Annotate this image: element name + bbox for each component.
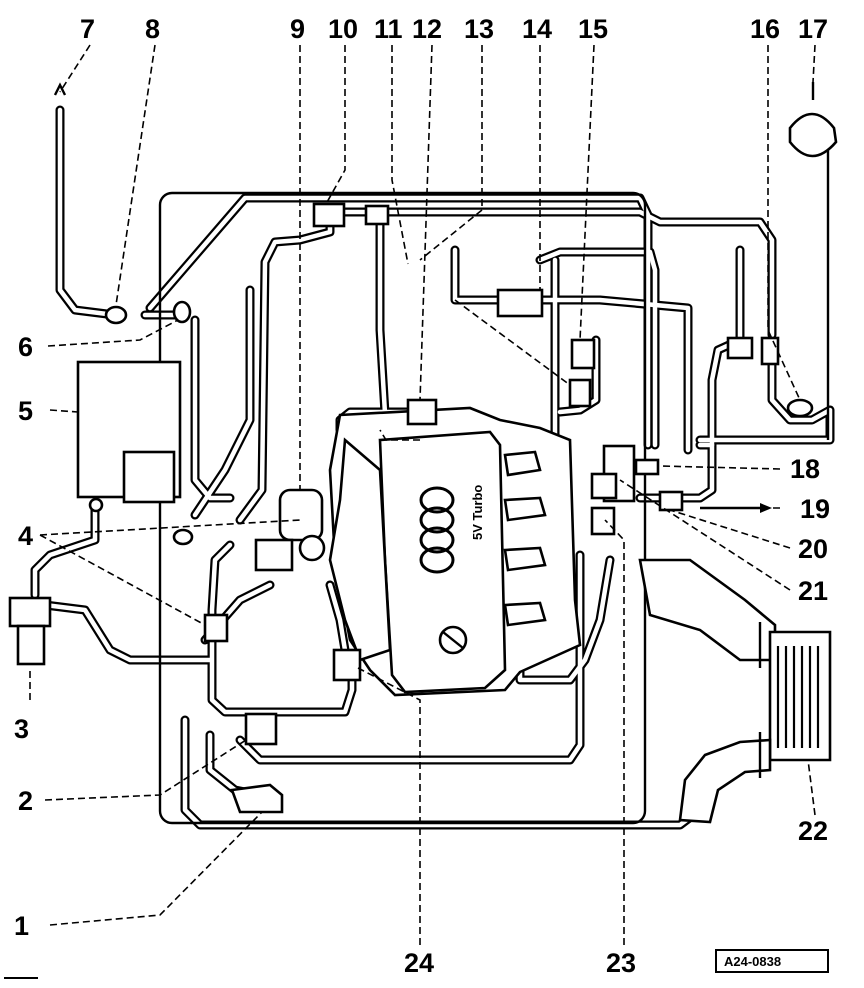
callout-7: 7: [80, 14, 95, 44]
sensor-12: [406, 398, 438, 426]
hose-3-bore: [342, 209, 775, 338]
callout-22: 22: [798, 816, 828, 846]
check-valve-16: [786, 398, 814, 418]
t-piece-11: [364, 204, 390, 226]
intercooler-assembly: [638, 558, 832, 824]
valve-15b: [568, 378, 592, 408]
callout-4: 4: [18, 521, 33, 551]
hose-11: [695, 355, 835, 445]
hose-12: [55, 105, 120, 320]
hose-21-bore: [237, 552, 583, 763]
connector-6: [172, 300, 192, 324]
fuel-filter-top: [8, 596, 52, 628]
hose-1-bore: [147, 195, 651, 448]
reference-code: A24-0838: [724, 954, 781, 969]
hose-19: [30, 505, 100, 600]
hose-27-bore: [327, 582, 348, 653]
callout-13: 13: [464, 14, 494, 44]
callout-2: 2: [18, 786, 33, 816]
connector-16-top: [760, 336, 780, 366]
hose-7-bore: [537, 249, 658, 448]
callout-18: 18: [790, 454, 820, 484]
solenoid-23: [590, 506, 616, 536]
throttle-housing: [254, 538, 294, 572]
callout-1: 1: [14, 911, 29, 941]
solenoid-21: [590, 472, 618, 500]
vacuum-reservoir: [788, 112, 838, 158]
hose-4-bore: [377, 209, 389, 433]
callout-15: 15: [578, 14, 608, 44]
callout-19: 19: [800, 494, 830, 524]
leader-lines: [29, 44, 816, 945]
logo-rings: [419, 486, 455, 574]
connector-upper-right: [726, 336, 754, 360]
valve-14: [496, 288, 544, 318]
intake-runners: [503, 450, 547, 627]
canister-port: [88, 497, 104, 513]
hose-6: [515, 295, 693, 455]
valve-cover: [378, 430, 507, 694]
callout-3: 3: [14, 714, 29, 744]
hose-12-bore: [57, 107, 118, 318]
engine-block: 5V Turbo: [328, 406, 582, 697]
check-valve-8: [104, 305, 128, 325]
hose-18: [40, 600, 215, 665]
valve-cover-label: 5V Turbo: [470, 485, 485, 540]
hose-18-bore: [42, 602, 213, 663]
callout-8: 8: [145, 14, 160, 44]
callout-labels: 1 2 3 4 5 6 7 8 9 10 11 12 13 14 15 16 1…: [14, 14, 830, 978]
t-piece-10: [312, 202, 346, 228]
callout-9: 9: [290, 14, 305, 44]
hose-11-bore: [697, 357, 833, 443]
callout-20: 20: [798, 534, 828, 564]
canister-bracket: [122, 450, 176, 504]
fitting-left: [172, 528, 194, 546]
bracket-1: [230, 783, 284, 814]
callout-14: 14: [522, 14, 552, 44]
engine-bay-outline: [158, 191, 647, 825]
callout-10: 10: [328, 14, 358, 44]
hose-14-bore: [192, 317, 233, 501]
hose-15: [190, 285, 255, 520]
callout-5: 5: [18, 396, 33, 426]
throttle-valve: [298, 534, 326, 562]
hose-16-bore: [209, 542, 355, 715]
callout-11: 11: [374, 14, 403, 44]
hose-6-bore: [517, 297, 691, 453]
reference-code-box: A24-0838: [715, 949, 829, 973]
callout-6: 6: [18, 332, 33, 362]
callout-24: 24: [404, 948, 434, 978]
front-cover: [328, 437, 392, 662]
fuel-filter-body: [16, 624, 46, 666]
hose-19-bore: [32, 507, 98, 598]
connector-20: [658, 490, 684, 512]
hose-2-bore: [237, 209, 333, 523]
arrow-19-head: [760, 503, 772, 513]
connector-18: [634, 458, 660, 476]
callout-23: 23: [606, 948, 636, 978]
valve-2: [244, 712, 278, 746]
callout-17: 17: [798, 14, 828, 44]
valve-4: [203, 613, 229, 643]
callout-16: 16: [750, 14, 780, 44]
callout-21: 21: [798, 576, 828, 606]
valve-15: [570, 338, 596, 370]
hose-15-bore: [192, 287, 253, 518]
throttle-body-9: [278, 488, 324, 542]
solenoid-24: [332, 648, 362, 682]
callout-12: 12: [412, 14, 442, 44]
